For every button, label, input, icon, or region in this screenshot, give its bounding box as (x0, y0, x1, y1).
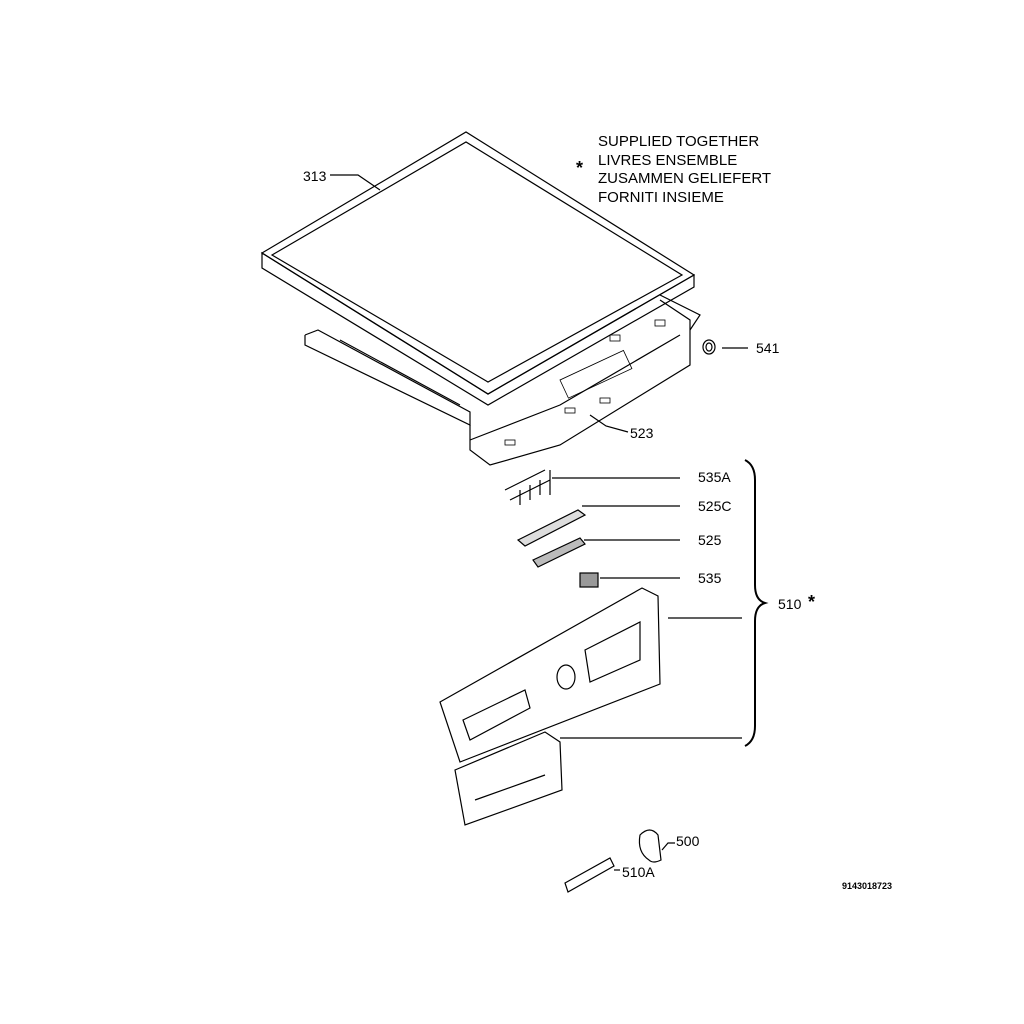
label-535A: 535A (698, 469, 731, 485)
label-525: 525 (698, 532, 722, 548)
label-510A: 510A (622, 864, 655, 880)
note-line: ZUSAMMEN GELIEFERT (598, 170, 772, 187)
label-313: 313 (303, 168, 327, 184)
part-500-knob (638, 829, 675, 863)
part-525C-board (516, 505, 680, 547)
part-313-top-cover (260, 131, 696, 406)
part-535A-contacts (504, 469, 680, 505)
part-523-support-frame (304, 294, 701, 466)
bracket-510 (744, 459, 769, 747)
label-523: 523 (630, 425, 654, 441)
label-500: 500 (676, 833, 700, 849)
note-line: LIVRES ENSEMBLE (598, 151, 738, 169)
label-541: 541 (756, 340, 780, 356)
drawing-code: 9143018723 (842, 881, 893, 891)
part-dispenser-drawer (454, 731, 563, 826)
label-510-asterisk: * (808, 592, 816, 612)
label-510: 510 (778, 596, 802, 612)
label-525C: 525C (698, 498, 732, 514)
label-535: 535 (698, 570, 722, 586)
part-525-button-strip (532, 537, 680, 568)
part-541-grommet (702, 339, 748, 355)
part-510-control-panel (439, 587, 742, 763)
note-line: SUPPLIED TOGETHER (598, 133, 760, 150)
note-asterisk: * (576, 158, 584, 178)
part-510A-cover-plate (564, 857, 620, 893)
supplied-together-note: SUPPLIED TOGETHER LIVRES ENSEMBLE ZUSAMM… (598, 133, 771, 207)
note-line: FORNITI INSIEME (598, 188, 724, 206)
part-535-switch (579, 572, 680, 588)
